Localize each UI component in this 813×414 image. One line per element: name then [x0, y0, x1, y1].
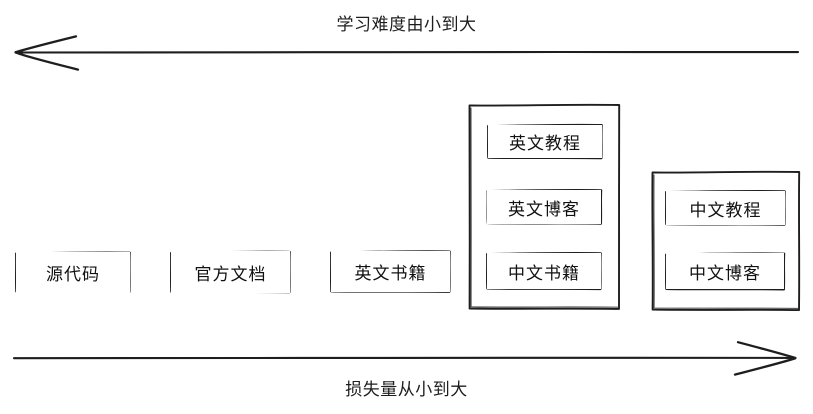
node-label: 英文书籍 [354, 264, 427, 284]
node-english-blog[interactable]: 英文博客 [487, 190, 601, 224]
top-axis-arrow [14, 35, 800, 71]
node-label: 源代码 [46, 265, 100, 285]
node-chinese-books[interactable]: 中文书籍 [487, 253, 601, 289]
english-materials-group-outline [468, 103, 621, 310]
node-chinese-tutorial[interactable]: 中文教程 [666, 191, 785, 225]
bottom-axis-label: 损失量从小到大 [345, 380, 468, 400]
bottom-axis-arrow [12, 341, 797, 376]
node-english-books[interactable]: 英文书籍 [331, 251, 450, 292]
node-chinese-blog[interactable]: 中文博客 [666, 253, 784, 289]
node-label: 官方文档 [194, 264, 267, 285]
node-label: 英文教程 [509, 134, 581, 154]
node-label: 中文教程 [689, 200, 762, 221]
node-label: 英文博客 [508, 199, 580, 220]
node-label: 中文博客 [689, 263, 761, 284]
chinese-materials-group-outline [651, 170, 801, 312]
node-source-code[interactable]: 源代码 [16, 252, 130, 293]
node-official-docs[interactable]: 官方文档 [171, 251, 290, 293]
node-english-tutorial[interactable]: 英文教程 [488, 125, 602, 158]
node-label: 中文书籍 [508, 263, 580, 284]
top-axis-label: 学习难度由小到大 [336, 15, 477, 35]
